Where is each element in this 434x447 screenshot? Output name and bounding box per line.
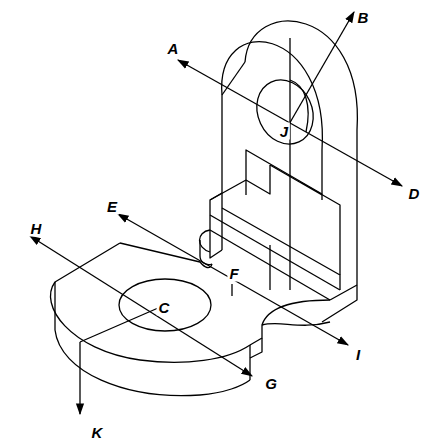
view-letter: G bbox=[263, 375, 279, 392]
view-letter: H bbox=[29, 220, 44, 237]
view-letter: E bbox=[105, 198, 119, 215]
view-letter: I bbox=[354, 346, 362, 363]
view-letter: B bbox=[356, 9, 371, 26]
view-letter: K bbox=[90, 424, 105, 441]
view-letter: J bbox=[278, 123, 290, 140]
view-letter: A bbox=[166, 40, 181, 57]
view-letter: D bbox=[407, 185, 422, 202]
view-letter: C bbox=[157, 299, 172, 316]
view-letter: F bbox=[227, 265, 240, 282]
